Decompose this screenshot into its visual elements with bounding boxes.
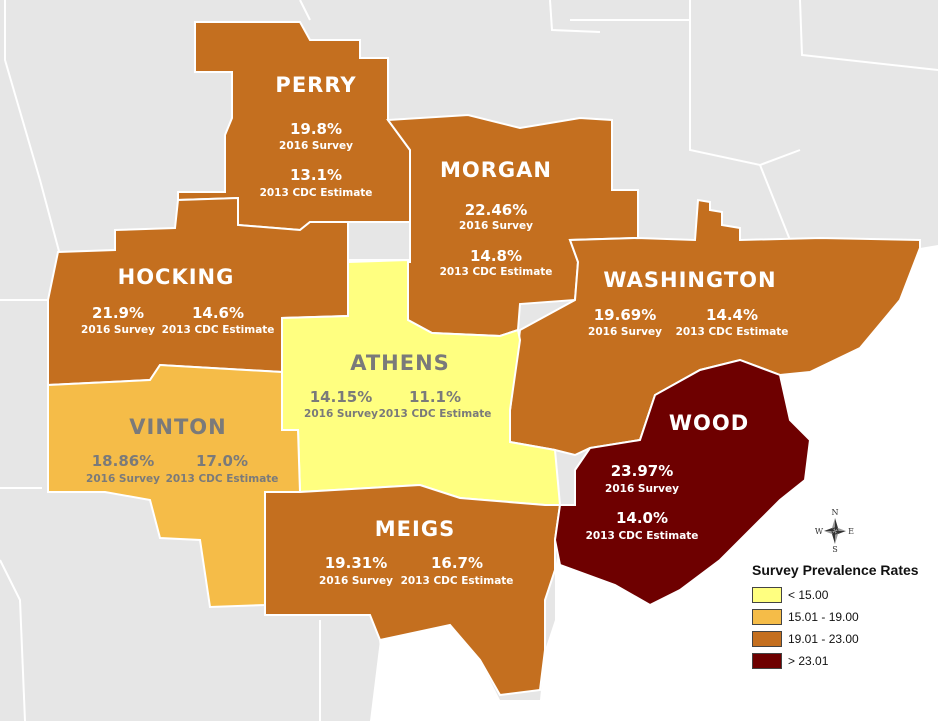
cdc-label-athens: 2013 CDC Estimate	[379, 408, 492, 420]
cdc-value-washington: 14.4%	[706, 306, 758, 324]
cdc-label-hocking: 2013 CDC Estimate	[162, 324, 275, 336]
survey-label-meigs: 2016 Survey	[319, 575, 393, 587]
legend-swatch	[752, 587, 782, 603]
cdc-label-perry: 2013 CDC Estimate	[260, 187, 373, 199]
cdc-value-wood: 14.0%	[616, 509, 668, 527]
survey-value-meigs: 19.31%	[325, 554, 387, 572]
cdc-label-vinton: 2013 CDC Estimate	[166, 473, 279, 485]
cdc-label-meigs: 2013 CDC Estimate	[401, 575, 514, 587]
county-name-hocking: HOCKING	[118, 265, 235, 289]
legend-label: 19.01 - 23.00	[788, 632, 859, 646]
legend-item: > 23.01	[752, 650, 938, 672]
county-name-athens: ATHENS	[350, 351, 450, 375]
cdc-value-hocking: 14.6%	[192, 304, 244, 322]
survey-value-morgan: 22.46%	[465, 201, 527, 219]
county-name-washington: WASHINGTON	[603, 268, 776, 292]
compass-w: W	[815, 527, 824, 536]
label-perry: PERRY 19.8% 2016 Survey 13.1% 2013 CDC E…	[260, 73, 373, 199]
label-washington: WASHINGTON 19.69% 2016 Survey 14.4% 2013…	[588, 268, 788, 338]
county-meigs[interactable]	[264, 483, 562, 697]
legend-item: 19.01 - 23.00	[752, 628, 938, 650]
survey-label-wood: 2016 Survey	[605, 483, 679, 495]
label-vinton: VINTON 18.86% 2016 Survey 17.0% 2013 CDC…	[86, 415, 278, 485]
legend-item: < 15.00	[752, 584, 938, 606]
legend-title: Survey Prevalence Rates	[752, 562, 919, 578]
survey-value-washington: 19.69%	[594, 306, 656, 324]
legend-swatch	[752, 631, 782, 647]
label-athens: ATHENS 14.15% 2016 Survey 11.1% 2013 CDC…	[304, 351, 491, 420]
county-washington[interactable]	[509, 198, 921, 457]
survey-label-athens: 2016 Survey	[304, 408, 378, 420]
survey-value-vinton: 18.86%	[92, 452, 154, 470]
survey-value-perry: 19.8%	[290, 120, 342, 138]
county-name-perry: PERRY	[275, 73, 356, 97]
legend: Survey Prevalence Rates < 15.00 15.01 - …	[752, 562, 938, 672]
cdc-value-morgan: 14.8%	[470, 247, 522, 265]
survey-label-vinton: 2016 Survey	[86, 473, 160, 485]
county-name-morgan: MORGAN	[440, 158, 552, 182]
cdc-value-vinton: 17.0%	[196, 452, 248, 470]
compass-s: S	[832, 545, 837, 553]
compass-n: N	[832, 508, 839, 517]
survey-label-hocking: 2016 Survey	[81, 324, 155, 336]
county-name-wood: WOOD	[669, 411, 749, 435]
county-name-vinton: VINTON	[129, 415, 226, 439]
survey-label-morgan: 2016 Survey	[459, 220, 533, 232]
survey-label-perry: 2016 Survey	[279, 140, 353, 152]
label-hocking: HOCKING 21.9% 2016 Survey 14.6% 2013 CDC…	[81, 265, 274, 336]
legend-item: 15.01 - 19.00	[752, 606, 938, 628]
legend-label: > 23.01	[788, 654, 829, 668]
compass-star	[824, 518, 846, 544]
legend-label: 15.01 - 19.00	[788, 610, 859, 624]
compass-e: E	[848, 527, 854, 536]
compass-rose-icon: N S W E	[815, 508, 854, 553]
cdc-label-washington: 2013 CDC Estimate	[676, 326, 789, 338]
label-morgan: MORGAN 22.46% 2016 Survey 14.8% 2013 CDC…	[440, 158, 553, 278]
survey-value-hocking: 21.9%	[92, 304, 144, 322]
label-wood: WOOD 23.97% 2016 Survey 14.0% 2013 CDC E…	[586, 411, 749, 542]
legend-swatch	[752, 609, 782, 625]
cdc-value-perry: 13.1%	[290, 166, 342, 184]
survey-label-washington: 2016 Survey	[588, 326, 662, 338]
cdc-label-morgan: 2013 CDC Estimate	[440, 266, 553, 278]
county-wood[interactable]	[553, 358, 812, 607]
legend-label: < 15.00	[788, 588, 829, 602]
survey-value-wood: 23.97%	[611, 462, 673, 480]
label-meigs: MEIGS 19.31% 2016 Survey 16.7% 2013 CDC …	[319, 517, 513, 587]
cdc-value-meigs: 16.7%	[431, 554, 483, 572]
survey-value-athens: 14.15%	[310, 388, 372, 406]
legend-swatch	[752, 653, 782, 669]
cdc-value-athens: 11.1%	[409, 388, 461, 406]
cdc-label-wood: 2013 CDC Estimate	[586, 530, 699, 542]
county-name-meigs: MEIGS	[375, 517, 455, 541]
